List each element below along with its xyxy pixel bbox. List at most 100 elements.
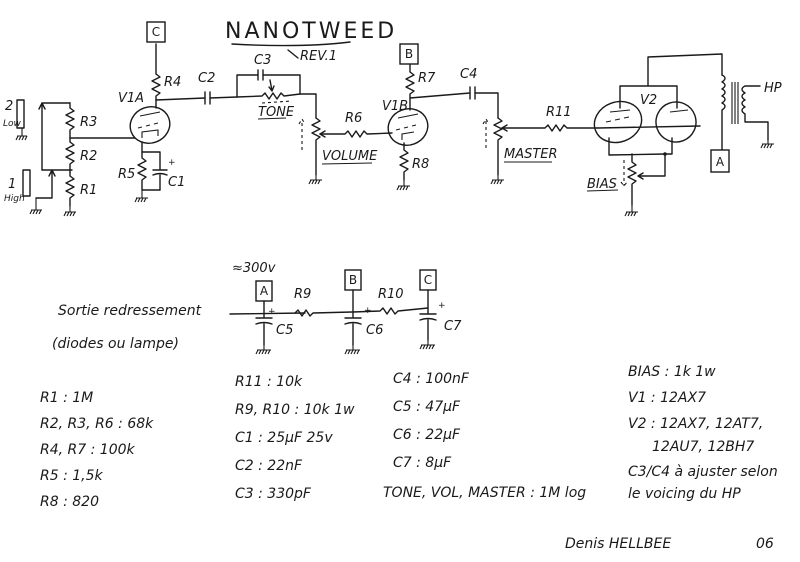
input-high-label: High bbox=[4, 194, 25, 204]
c7-label: C7 bbox=[444, 319, 462, 334]
signature-name: Denis HELLBEE bbox=[565, 536, 671, 552]
v1b-electrodes bbox=[395, 113, 419, 140]
part-entry: C3 : 330pF bbox=[235, 486, 312, 502]
r6-label: R6 bbox=[345, 111, 362, 126]
r8-label: R8 bbox=[412, 157, 429, 172]
r7-resistor bbox=[405, 63, 415, 111]
tone-to-volume-wire bbox=[299, 93, 317, 119]
tone-pot bbox=[236, 92, 301, 100]
r3-label: R3 bbox=[80, 115, 97, 130]
tone-underline bbox=[257, 117, 287, 120]
c4-capacitor bbox=[469, 86, 476, 100]
part-entry: C6 : 22µF bbox=[393, 427, 461, 443]
output-hp-label: HP bbox=[764, 81, 782, 96]
c3-capacitor bbox=[257, 69, 264, 81]
bias-label: BIAS bbox=[587, 177, 617, 192]
r9-label: R9 bbox=[294, 287, 311, 302]
supply-input-line1: Sortie redressement bbox=[58, 303, 202, 319]
input-low-wire bbox=[38, 102, 71, 171]
c1-label: C1 bbox=[168, 175, 185, 190]
bias-wiper-wire bbox=[637, 153, 666, 180]
tone-direction-arrow bbox=[261, 100, 293, 104]
v2-grid-wire bbox=[597, 125, 701, 129]
parts-list-column-2: R11 : 10k R9, R10 : 10k 1w C1 : 25µF 25v… bbox=[235, 374, 355, 502]
master-wiper-arrow bbox=[501, 124, 508, 132]
supply-b-label: B bbox=[349, 273, 357, 287]
bias-direction-arrow bbox=[620, 160, 628, 187]
supply-node-a-label: A bbox=[716, 155, 725, 169]
v1a-electrodes bbox=[137, 111, 161, 138]
master-direction-arrow bbox=[482, 117, 490, 148]
v2b-tube-icon bbox=[655, 101, 697, 143]
transformer-secondary bbox=[741, 85, 769, 141]
c2-capacitor bbox=[204, 91, 211, 105]
part-entry: R5 : 1,5k bbox=[40, 468, 104, 484]
c2-to-tone-wire bbox=[209, 96, 238, 99]
ground-icon bbox=[134, 190, 148, 203]
ground-icon bbox=[308, 175, 322, 185]
part-entry: C2 : 22nF bbox=[235, 458, 303, 474]
ground-icon bbox=[396, 180, 410, 191]
parts-list-column-1: R1 : 1M R2, R3, R6 : 68k R4, R7 : 100k R… bbox=[40, 390, 154, 510]
c3-label: C3 bbox=[254, 53, 271, 68]
v1b-label: V1B bbox=[382, 99, 408, 114]
c6-label: C6 bbox=[366, 323, 383, 338]
volume-underline bbox=[321, 162, 373, 165]
c2-label: C2 bbox=[198, 71, 215, 86]
input-jack-low bbox=[16, 99, 25, 129]
rev-arrow bbox=[287, 49, 299, 59]
r7-label: R7 bbox=[418, 71, 436, 86]
part-entry: C3/C4 à ajuster selon bbox=[628, 464, 778, 480]
part-entry: le voicing du HP bbox=[628, 486, 741, 502]
v2a-tube-icon bbox=[593, 100, 643, 144]
c1-plus: + bbox=[168, 158, 176, 168]
parts-list-column-4: BIAS : 1k 1w V1 : 12AX7 V2 : 12AX7, 12AT… bbox=[628, 364, 778, 502]
part-entry: R1 : 1M bbox=[40, 390, 93, 406]
volume-label: VOLUME bbox=[322, 149, 378, 164]
r5-resistor bbox=[137, 151, 161, 191]
title-underline bbox=[231, 41, 351, 47]
part-entry: R11 : 10k bbox=[235, 374, 303, 390]
supply-a-label: A bbox=[260, 284, 269, 298]
supply-node-a-box bbox=[710, 149, 730, 173]
ground-icon bbox=[344, 345, 360, 355]
v1a-to-c2-wire bbox=[155, 97, 206, 101]
r4-label: R4 bbox=[164, 75, 181, 90]
r10-resistor bbox=[352, 307, 429, 315]
input-low-number: 2 bbox=[5, 99, 13, 114]
r4-resistor bbox=[151, 43, 161, 101]
r10-label: R10 bbox=[378, 287, 404, 302]
part-entry: BIAS : 1k 1w bbox=[628, 364, 716, 380]
ground-icon bbox=[255, 345, 271, 355]
c5-label: C5 bbox=[276, 323, 293, 338]
v2-label: V2 bbox=[640, 93, 657, 108]
parts-list-column-3: C4 : 100nF C5 : 47µF C6 : 22µF C7 : 8µF … bbox=[383, 371, 586, 501]
part-entry: TONE, VOL, MASTER : 1M log bbox=[383, 485, 586, 501]
bias-underline bbox=[586, 189, 619, 192]
v1b-to-c4-wire bbox=[409, 92, 471, 99]
transformer-core bbox=[731, 82, 739, 124]
c4-to-master-wire bbox=[474, 92, 499, 119]
part-entry: C5 : 47µF bbox=[393, 399, 461, 415]
ground-icon bbox=[15, 128, 28, 141]
part-entry: R9, R10 : 10k 1w bbox=[235, 402, 355, 418]
supply-node-b-box bbox=[399, 43, 419, 65]
v1a-tube-icon bbox=[129, 106, 171, 144]
v1a-cathode-wire bbox=[141, 141, 161, 161]
ground-icon bbox=[419, 340, 435, 350]
part-entry: R4, R7 : 100k bbox=[40, 442, 136, 458]
volume-wiper-arrow bbox=[319, 130, 326, 138]
r8-resistor bbox=[399, 142, 409, 181]
c5-plus: + bbox=[268, 307, 276, 317]
c6-capacitor bbox=[344, 289, 362, 346]
part-entry: C1 : 25µF 25v bbox=[235, 430, 333, 446]
part-entry: V1 : 12AX7 bbox=[628, 390, 706, 406]
v2-plate-wires bbox=[619, 53, 723, 109]
ground-icon bbox=[29, 198, 42, 215]
ground-icon bbox=[760, 140, 774, 149]
v1a-label: V1A bbox=[118, 91, 144, 106]
part-entry: R8 : 820 bbox=[40, 494, 99, 510]
r2-label: R2 bbox=[80, 149, 97, 164]
supply-node-c-box bbox=[146, 21, 166, 43]
volume-direction-arrow bbox=[298, 117, 306, 150]
